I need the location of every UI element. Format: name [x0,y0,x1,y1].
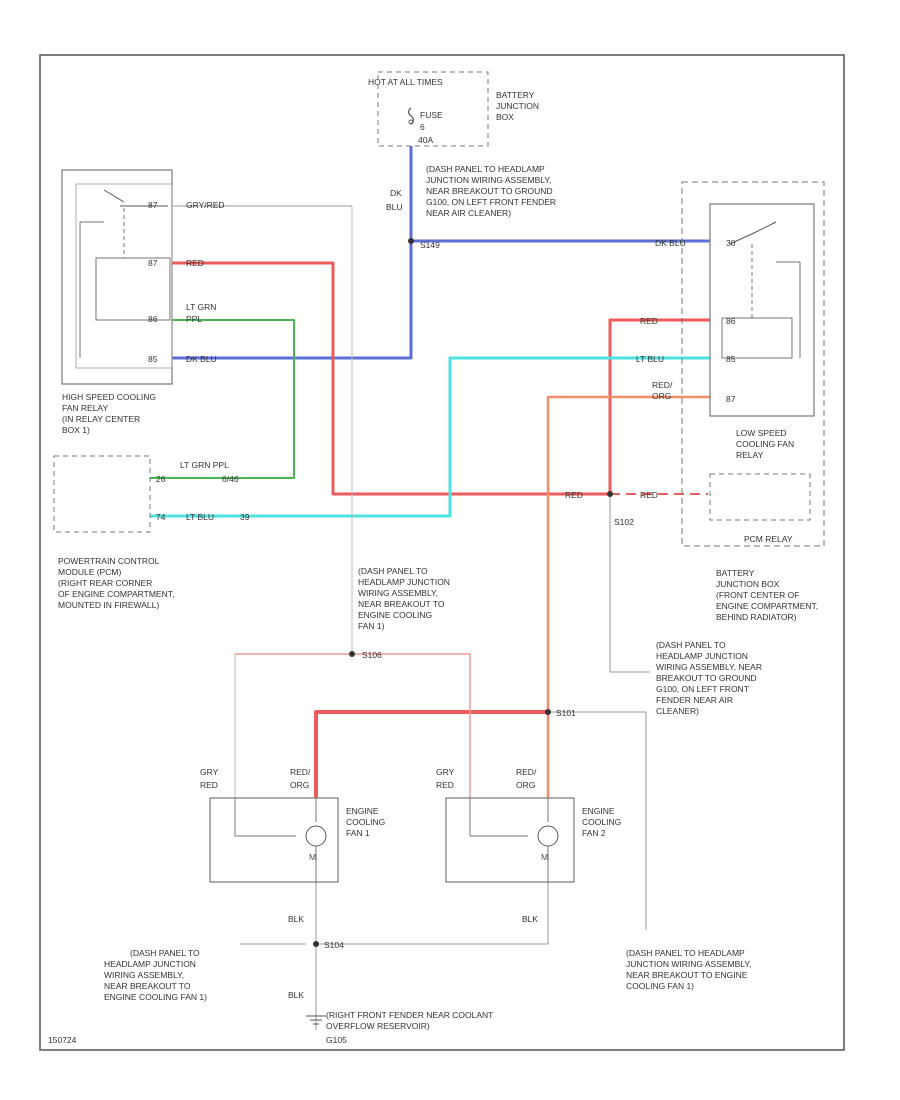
low-relay-wire-red-org: RED/ORG [652,380,673,401]
hot-at-all-times-label: HOT AT ALL TIMES [368,77,443,87]
splice-s102-id: S102 [614,517,634,527]
low-relay-pin-86: 86 [726,316,736,326]
high-speed-relay: 87 87 86 85 GRY/RED RED LT GRN PPL DK BL… [61,169,225,435]
pcm-pin-6-46: 6/46 [222,474,239,484]
fan1-wire-red: RED [200,780,218,790]
ground-wire-blk: BLK [288,990,304,1000]
ground-location-note: (RIGHT FRONT FENDER NEAR COOLANT OVERFLO… [326,1010,496,1031]
fan1-wire-org: ORG [290,780,309,790]
splice-s101-dot [545,709,551,715]
svg-text:M: M [541,852,548,862]
wire-lt-blu [150,356,710,518]
engine-cooling-fan-2: M ENGINE COOLING FAN 2 GRY RED RED/ ORG [436,767,624,883]
ground-id: G105 [326,1035,347,1045]
splice-s106-note: (DASH PANEL TO HEADLAMP JUNCTION WIRING … [358,566,452,631]
splice-s102-dot [607,491,613,497]
fan2-wire-red2: RED/ [516,767,537,777]
pcm-pin-26: 26 [156,474,166,484]
fan2-label: ENGINE COOLING FAN 2 [582,806,624,838]
splice-s101-id: S101 [556,708,576,718]
pcm: 26 74 LT GRN PPL LT BLU 6/46 39 POWERTRA… [53,455,250,610]
figure-id: 150724 [48,1035,77,1045]
low-relay-pin-87: 87 [726,394,736,404]
splice-s106-id: S106 [362,650,382,660]
high-speed-relay-label: HIGH SPEED COOLING FAN RELAY (IN RELAY C… [62,392,158,435]
red-wire-label: RED [565,490,583,500]
top-wire-color-2: BLU [386,202,403,212]
battery-junction-box-2-label: BATTERY JUNCTION BOX (FRONT CENTER OF EN… [716,568,821,622]
low-relay-wire-dk-blu: DK BLU [655,238,686,248]
bottom-left-note: (DASH PANEL TO HEADLAMP JUNCTION WIRING … [104,948,207,1002]
low-relay-wire-lt-blu: LT BLU [636,354,664,364]
pcm-label: POWERTRAIN CONTROL MODULE (PCM) (RIGHT R… [58,556,177,610]
pcm-pin-74: 74 [156,512,166,522]
fan2-wire-org: ORG [516,780,535,790]
splice-s149-id: S149 [420,240,440,250]
high-relay-pin-86: 86 [148,314,158,324]
wire-blk-fan2 [316,882,549,945]
wire-red-org [546,395,710,798]
high-relay-pin-85: 85 [148,354,158,364]
wire-red-fan1 [314,710,548,798]
high-relay-wire-dk-blu: DK BLU [186,354,217,364]
low-speed-relay: 30 86 85 87 DK BLU RED LT BLU RED/ORG LO… [636,181,825,622]
fan1-wire-red2: RED/ [290,767,311,777]
wire-s102-ground [609,494,650,673]
pcm-wire-lt-blu: LT BLU [186,512,214,522]
splice-s149-note: (DASH PANEL TO HEADLAMP JUNCTION WIRING … [426,164,558,218]
fan2-ground-wire: BLK [522,914,538,924]
splice-s104-dot [313,941,319,947]
wire-s101 [548,711,647,930]
engine-cooling-fan-1: M ENGINE COOLING FAN 1 GRY RED RED/ ORG [200,767,388,883]
pcm-wire-lt-grn: LT GRN PPL [180,460,229,470]
high-relay-wire-lt-grn: LT GRN [186,302,216,312]
wire-lt-grn [150,319,295,479]
splice-s102-note: (DASH PANEL TO HEADLAMP JUNCTION WIRING … [656,640,764,716]
wire-red-relays [172,261,710,496]
low-relay-pin-85: 85 [726,354,736,364]
fan2-wire-gry: GRY [436,767,455,777]
fan1-label: ENGINE COOLING FAN 1 [346,806,388,838]
fuse-number: 6 [420,122,425,132]
fan1-wire-gry: GRY [200,767,219,777]
splice-s149-dot [408,238,414,244]
pcm-relay-label: PCM RELAY [744,534,793,544]
splice-s104-id: S104 [324,940,344,950]
fan1-ground-wire: BLK [288,914,304,924]
high-relay-wire-red: RED [186,258,204,268]
low-relay-pin-30: 30 [726,238,736,248]
fan2-wire-red: RED [436,780,454,790]
svg-text:M: M [309,852,316,862]
bottom-right-note: (DASH PANEL TO HEADLAMP JUNCTION WIRING … [626,948,754,991]
high-relay-wire-gry-red: GRY/RED [186,200,225,210]
wire-dk-blu-main [172,146,413,360]
splice-s106-dot [349,651,355,657]
high-relay-pin-87: 87 [148,258,158,268]
pcm-pin-39: 39 [240,512,250,522]
wire-pink-fan [235,653,471,798]
wires [150,146,710,1030]
diagram-border [39,54,845,1051]
high-relay-pin-87a: 87 [148,200,158,210]
high-relay-wire-ppl: PPL [186,314,202,324]
top-wire-color-1: DK [390,188,402,198]
fuse-amps: 40A [418,135,433,145]
low-relay-wire-red: RED [640,316,658,326]
fuse-label: FUSE [420,110,443,120]
low-speed-relay-label: LOW SPEED COOLING FAN RELAY [736,428,796,460]
red-wire-label-2: RED [640,490,658,500]
